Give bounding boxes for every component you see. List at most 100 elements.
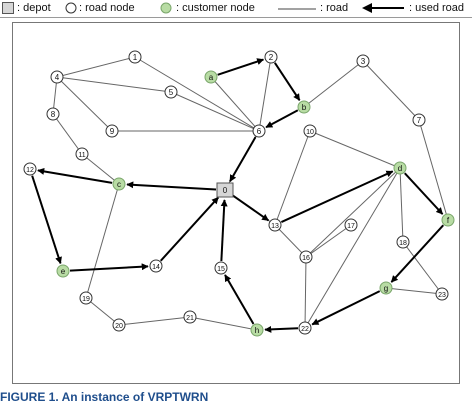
node-label: 17 [347, 223, 355, 230]
road-23-g [385, 287, 443, 295]
road-21-h [189, 316, 258, 331]
road-node-swatch-icon [65, 2, 77, 14]
road-10-d [309, 130, 401, 169]
customer-node-circle [250, 323, 264, 337]
node-13: 13 [268, 218, 282, 232]
node-e: e [56, 264, 70, 278]
road-18-23 [402, 241, 443, 295]
depot-square [216, 182, 234, 198]
figure-caption: FIGURE 1. An instance of VRPTWRN [0, 390, 209, 404]
road-node-circle [164, 85, 178, 99]
road-node-circle [75, 147, 89, 161]
node-h: h [250, 323, 264, 337]
customer-node-circle [441, 213, 455, 227]
road-1-6 [134, 56, 260, 132]
customer-node-circle [379, 281, 393, 295]
node-7: 7 [412, 113, 426, 127]
node-label: 15 [217, 266, 225, 273]
road-3-b [303, 60, 364, 108]
node-label: 2 [269, 53, 274, 62]
road-4-9 [56, 76, 113, 132]
road-19-20 [85, 297, 120, 326]
used-road-0-13 [231, 194, 270, 222]
road-8-11 [52, 113, 83, 155]
road-2-6 [258, 56, 272, 132]
road-5-6 [170, 91, 260, 132]
road-node-circle [435, 287, 449, 301]
used-road-14-0 [159, 196, 220, 262]
road-node-circle [149, 259, 163, 273]
node-label: 14 [152, 264, 160, 271]
node-label: f [447, 216, 450, 225]
road-4-5 [56, 76, 172, 93]
customer-node-circle [112, 177, 126, 191]
road-node-circle [128, 50, 142, 64]
node-2: 2 [264, 50, 278, 64]
used-road-g-22 [311, 290, 381, 326]
road-swatch-icon [278, 8, 316, 10]
road-3-7 [362, 60, 420, 121]
node-a: a [204, 70, 218, 84]
node-label: 4 [55, 73, 60, 82]
customer-node-circle [204, 70, 218, 84]
node-label: 10 [306, 129, 314, 136]
road-16-17 [305, 224, 352, 258]
road-node-circle [214, 261, 228, 275]
node-label: g [384, 284, 388, 293]
road-node-circle [268, 218, 282, 232]
road-11-c [81, 153, 120, 185]
node-label: 3 [361, 57, 366, 66]
node-18: 18 [396, 235, 410, 249]
node-g: g [379, 281, 393, 295]
road-node-circle [183, 310, 197, 324]
used-road-0-c [126, 181, 217, 191]
node-19: 19 [79, 291, 93, 305]
customer-node-circle [393, 161, 407, 175]
used-roads-layer [31, 58, 445, 333]
node-label: 1 [133, 53, 138, 62]
node-8: 8 [46, 107, 60, 121]
node-label: b [302, 103, 307, 112]
used-road-6-0 [229, 136, 257, 182]
road-node-circle [356, 54, 370, 68]
legend-road-label: : road [320, 2, 349, 14]
node-label: 22 [301, 326, 309, 333]
node-23: 23 [435, 287, 449, 301]
node-20: 20 [112, 318, 126, 332]
road-node-circle [46, 107, 60, 121]
customer-node-swatch-icon [160, 2, 172, 14]
node-label: 11 [78, 152, 85, 159]
used-road-h-15 [224, 274, 255, 325]
node-label: 13 [271, 223, 279, 230]
road-10-13 [274, 130, 311, 226]
road-d-18 [399, 167, 404, 243]
depot-swatch-icon [2, 2, 14, 14]
node-b: b [297, 100, 311, 114]
node-c: c [112, 177, 126, 191]
node-label: 19 [82, 296, 90, 303]
used-road-swatch-icon [362, 3, 404, 13]
node-14: 14 [149, 259, 163, 273]
road-7-f [418, 119, 449, 221]
road-node-circle [50, 70, 64, 84]
node-17: 17 [344, 218, 358, 232]
node-label: d [398, 164, 402, 173]
node-4: 4 [50, 70, 64, 84]
customer-node-circle [297, 100, 311, 114]
node-11: 11 [75, 147, 89, 161]
road-node-circle [344, 218, 358, 232]
road-node-circle [105, 124, 119, 138]
node-0: 0 [216, 182, 234, 198]
used-road-e-14 [69, 263, 149, 272]
node-label: 12 [26, 167, 34, 174]
used-road-13-d [280, 170, 394, 224]
road-node-circle [298, 321, 312, 335]
road-node-circle [252, 124, 266, 138]
used-road-c-12 [37, 167, 113, 184]
node-label: 18 [399, 240, 407, 247]
node-1: 1 [128, 50, 142, 64]
road-a-6 [210, 76, 260, 132]
road-node-circle [112, 318, 126, 332]
node-21: 21 [183, 310, 197, 324]
road-node-circle [303, 124, 317, 138]
